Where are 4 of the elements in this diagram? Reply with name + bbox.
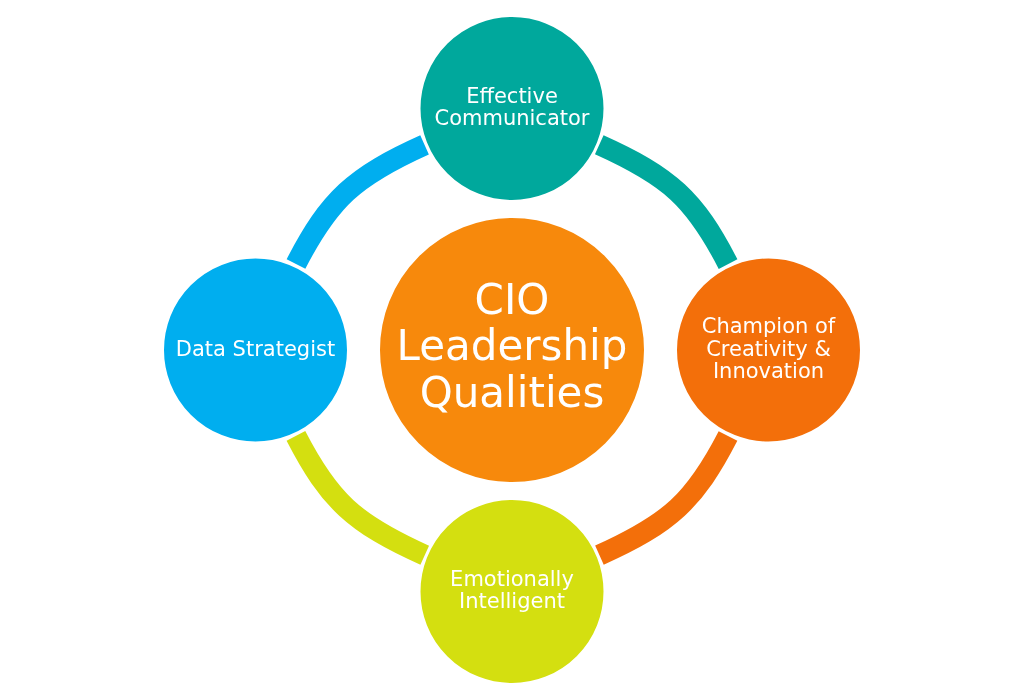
connector (286, 135, 429, 269)
connector (286, 431, 430, 565)
connector (595, 431, 738, 565)
connector (594, 135, 738, 270)
